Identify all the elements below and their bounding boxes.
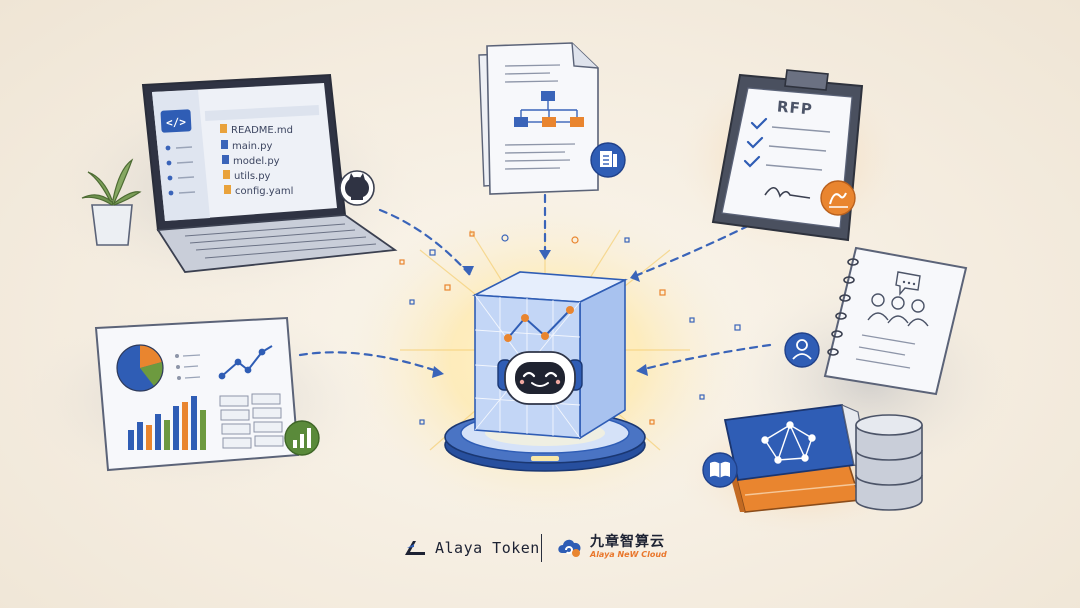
- file-name: main.py: [232, 141, 273, 152]
- books-illustration: [723, 403, 869, 513]
- rfp-label: RFP: [776, 97, 813, 118]
- data-table: [219, 393, 284, 449]
- file-name: config.yaml: [235, 186, 293, 197]
- signature-icon: [820, 180, 856, 216]
- floating-particles: [399, 231, 741, 425]
- arrow-heads: [432, 250, 648, 378]
- brand-name-cn: 九章智算云: [590, 534, 665, 550]
- network-graph: [504, 306, 574, 342]
- file-item[interactable]: README.md: [220, 124, 293, 136]
- bar-chart: [128, 396, 206, 450]
- notebook-illustration: [823, 246, 968, 396]
- brand-name-en: Alaya NeW Cloud: [590, 550, 667, 559]
- flowchart: [514, 91, 584, 127]
- file-name: utils.py: [234, 171, 271, 182]
- alaya-new-cloud-logo-icon: [558, 539, 581, 557]
- file-name: model.py: [233, 156, 280, 167]
- alaya-token-label: Alaya Token: [435, 539, 540, 557]
- file-name: README.md: [231, 125, 293, 136]
- plant-icon: [81, 158, 142, 246]
- alaya-new-cloud-brand: 九章智算云 Alaya NeW Cloud: [556, 530, 667, 564]
- network-graph: [761, 421, 816, 464]
- file-item[interactable]: utils.py: [223, 170, 271, 182]
- book-icon: [702, 452, 738, 488]
- laptop-illustration: </> README.md main.py model.py: [141, 73, 398, 273]
- file-item[interactable]: config.yaml: [224, 185, 293, 197]
- chart-icon: [284, 420, 320, 456]
- brand-divider: [541, 534, 542, 562]
- line-chart: [218, 345, 273, 380]
- document-icon: [590, 142, 626, 178]
- alaya-token-logo-icon: [405, 541, 425, 555]
- document-illustration: [478, 42, 599, 195]
- file-list: README.md main.py model.py utils.py conf…: [220, 124, 293, 197]
- alaya-token-brand: Alaya Token: [403, 536, 540, 560]
- file-item[interactable]: main.py: [221, 140, 273, 152]
- user-icon: [784, 332, 820, 368]
- file-item[interactable]: model.py: [222, 155, 280, 167]
- pie-chart: [116, 344, 164, 392]
- code-icon: </>: [166, 115, 187, 129]
- robot-icon: [497, 351, 583, 405]
- dashboard-illustration: [94, 316, 300, 472]
- github-icon: [339, 170, 375, 206]
- database-icon: [855, 414, 923, 511]
